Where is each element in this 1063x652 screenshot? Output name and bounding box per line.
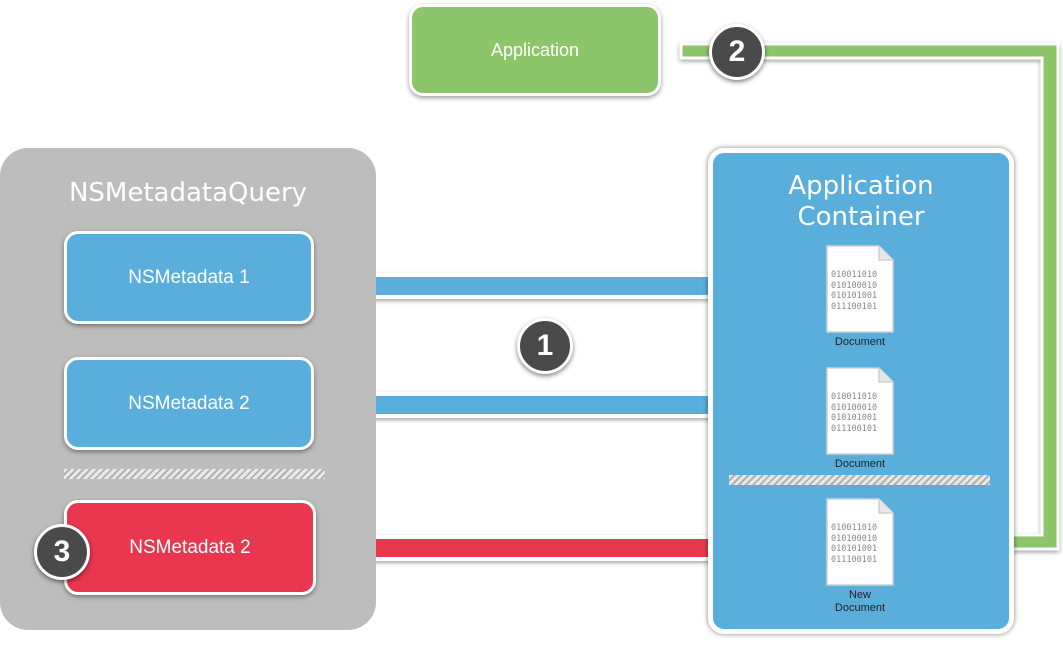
nsmetadata-1-box: NSMetadata 1 (64, 231, 314, 324)
nsmetadata-2-label: NSMetadata 2 (128, 392, 250, 414)
nsmetadata-new-label: NSMetadata 2 (129, 536, 251, 558)
application-container-title-line1: Application (788, 171, 934, 201)
document-2: 010011010 010100010 010101001 011100101 … (825, 366, 895, 471)
application-label: Application (490, 39, 580, 60)
nsmetadata-new-box: NSMetadata 2 (64, 500, 316, 595)
container-separator (729, 475, 990, 485)
document-2-label: Document (834, 458, 886, 470)
document-icon (826, 245, 894, 333)
document-1-bits: 010011010 010100010 010101001 011100101 (831, 270, 878, 312)
document-2-bits: 010011010 010100010 010101001 011100101 (831, 392, 878, 434)
step-badge-2: 2 (709, 24, 765, 80)
document-1-label: Document (834, 336, 886, 348)
application-container-title: Application Container (713, 171, 1009, 233)
document-icon (826, 498, 894, 586)
query-separator (64, 469, 325, 479)
step-badge-3: 3 (34, 524, 90, 580)
nsmetadata-2-box: NSMetadata 2 (64, 357, 314, 450)
nsmetadata-1-label: NSMetadata 1 (128, 266, 250, 288)
application-container-title-line2: Container (797, 202, 925, 232)
nsmetadataquery-title: NSMetadataQuery (68, 178, 308, 208)
application-box: Application (409, 4, 661, 96)
document-new-label: New Document (834, 589, 886, 614)
document-1: 010011010 010100010 010101001 011100101 … (825, 244, 895, 349)
document-new: 010011010 010100010 010101001 011100101 … (825, 497, 895, 615)
document-icon (826, 367, 894, 455)
step-badge-1: 1 (517, 318, 573, 374)
document-new-bits: 010011010 010100010 010101001 011100101 (831, 523, 878, 565)
